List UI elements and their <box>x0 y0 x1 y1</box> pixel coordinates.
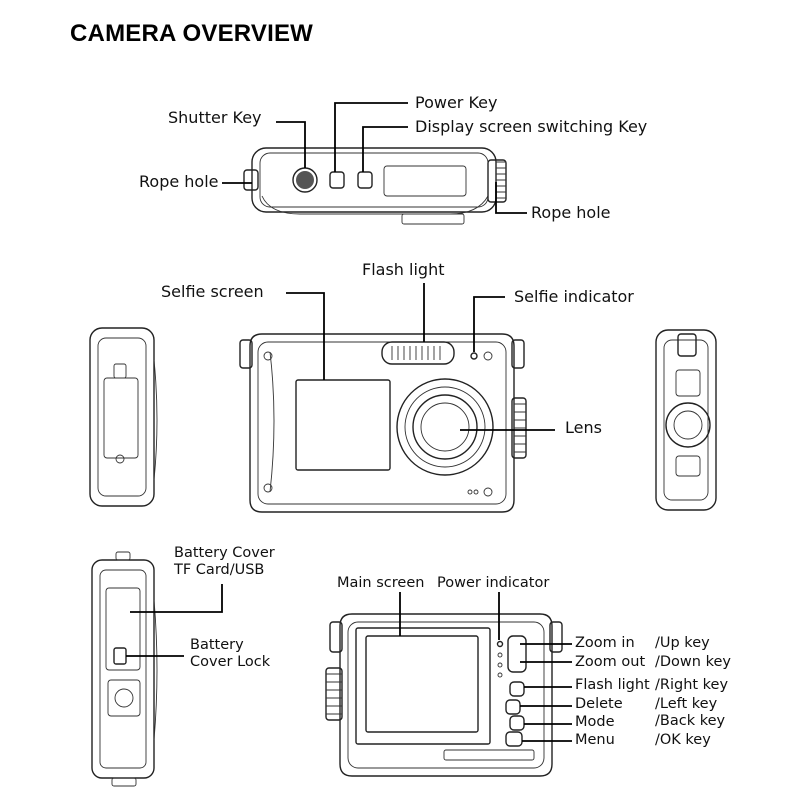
selfie-indicator-label: Selfie indicator <box>514 287 634 306</box>
power-key-label: Power Key <box>415 93 498 112</box>
zoom-out-label: Zoom out <box>575 654 646 670</box>
delete-label: Delete <box>575 696 623 712</box>
left-key-label: /Left key <box>655 696 718 712</box>
battery-cover-shape <box>105 587 141 671</box>
battery-cover-lock-label-line2: Cover Lock <box>190 654 271 670</box>
main-screen-shape <box>365 635 479 733</box>
rope-hole-left-label: Rope hole <box>139 172 219 191</box>
selfie-screen-shape <box>295 379 391 471</box>
battery-cover-lock-label-line1: Battery <box>190 637 244 653</box>
camera-back-view <box>325 613 563 777</box>
power-key-shape <box>329 171 345 189</box>
battery-cover-lock-shape <box>113 647 127 665</box>
power-indicator-shape <box>496 640 504 648</box>
camera-top-view <box>243 147 507 225</box>
flash-light-label: Flash light <box>362 260 445 279</box>
main-screen-label: Main screen <box>337 575 425 591</box>
ok-key-label: /OK key <box>655 732 711 748</box>
back-key-label: /Back key <box>655 713 726 729</box>
camera-right-side-view <box>655 329 717 511</box>
lens-label: Lens <box>565 418 602 437</box>
camera-front-view <box>239 333 527 513</box>
zoom-in-label: Zoom in <box>575 635 635 651</box>
tf-card-usb-label: TF Card/USB <box>174 562 265 578</box>
battery-cover-label: Battery Cover <box>174 545 275 561</box>
display-key-shape <box>357 171 373 189</box>
selfie-screen-label: Selfie screen <box>161 282 264 301</box>
camera-bottom-side-view <box>91 551 158 787</box>
right-key-label: /Right key <box>655 677 729 693</box>
shutter-key-label: Shutter Key <box>168 108 262 127</box>
power-indicator-label: Power indicator <box>437 575 550 591</box>
mode-label: Mode <box>575 714 615 730</box>
rope-hole-right-label: Rope hole <box>531 203 611 222</box>
lens-shape <box>396 378 494 476</box>
down-key-label: /Down key <box>655 654 731 670</box>
flash-light-shape <box>381 341 455 365</box>
up-key-label: /Up key <box>655 635 710 651</box>
menu-label: Menu <box>575 732 615 748</box>
selfie-indicator-shape <box>470 352 478 360</box>
display-key-label: Display screen switching Key <box>415 117 648 136</box>
flash-light-button-label: Flash light <box>575 677 650 693</box>
camera-left-side-view <box>89 327 158 507</box>
page-title: CAMERA OVERVIEW <box>70 20 314 47</box>
